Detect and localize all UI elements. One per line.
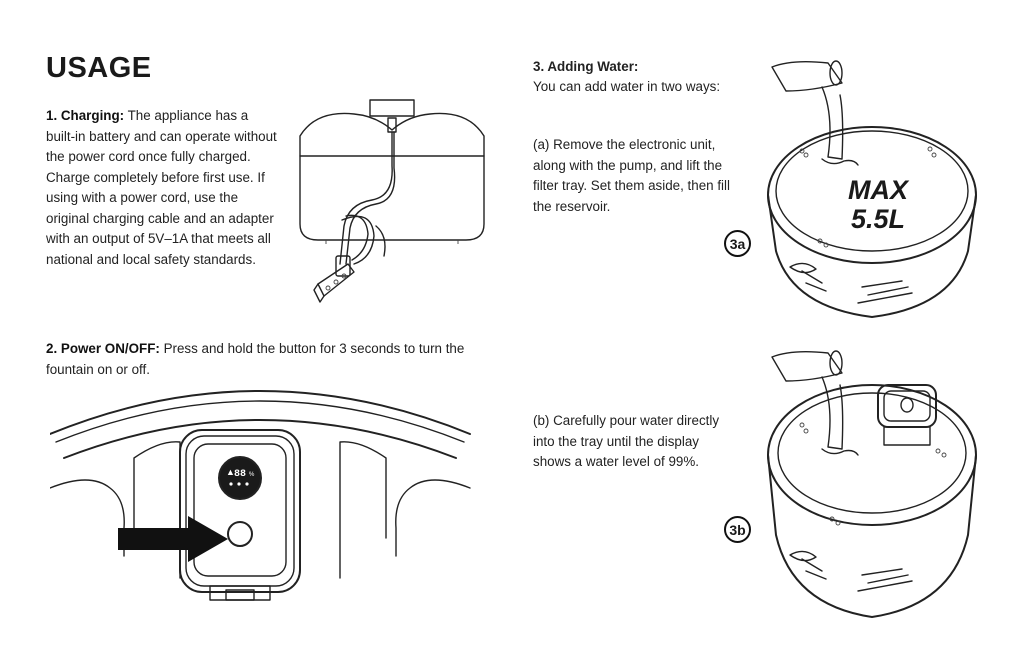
arrow-icon — [118, 516, 228, 562]
charging-paragraph: 1. Charging: The appliance has a built-i… — [46, 106, 278, 270]
display-digits: ▲ — [226, 467, 235, 477]
max-label-line2: 5.5L — [850, 204, 906, 234]
adding-water-intro: You can add water in two ways: — [533, 79, 721, 94]
fountain-charging-illustration — [299, 99, 485, 303]
water-pour-illustration — [767, 60, 977, 318]
power-text: Press and hold the button for 3 seconds … — [46, 341, 465, 377]
page-title: USAGE — [46, 52, 152, 84]
max-label-line1: MAX — [848, 175, 908, 205]
charging-text: The appliance has a built-in battery and… — [46, 108, 277, 267]
power-button-illustration: ▲ 88 % — [50, 390, 471, 601]
power-paragraph: 2. Power ON/OFF: Press and hold the butt… — [46, 339, 486, 380]
display-value: 88 — [234, 469, 246, 480]
adding-water-heading: 3. Adding Water: — [533, 59, 639, 74]
option-a-text: (a) Remove the electronic unit, along wi… — [533, 137, 730, 214]
step-badge-3a: 3a — [724, 230, 751, 257]
display-unit: % — [249, 472, 255, 478]
step-badge-3b: 3b — [724, 516, 751, 543]
water-pour-illustration — [767, 350, 977, 618]
power-heading: 2. Power ON/OFF: — [46, 341, 160, 356]
option-b-text: (b) Carefully pour water directly into t… — [533, 413, 720, 469]
charging-heading: 1. Charging: — [46, 108, 125, 123]
